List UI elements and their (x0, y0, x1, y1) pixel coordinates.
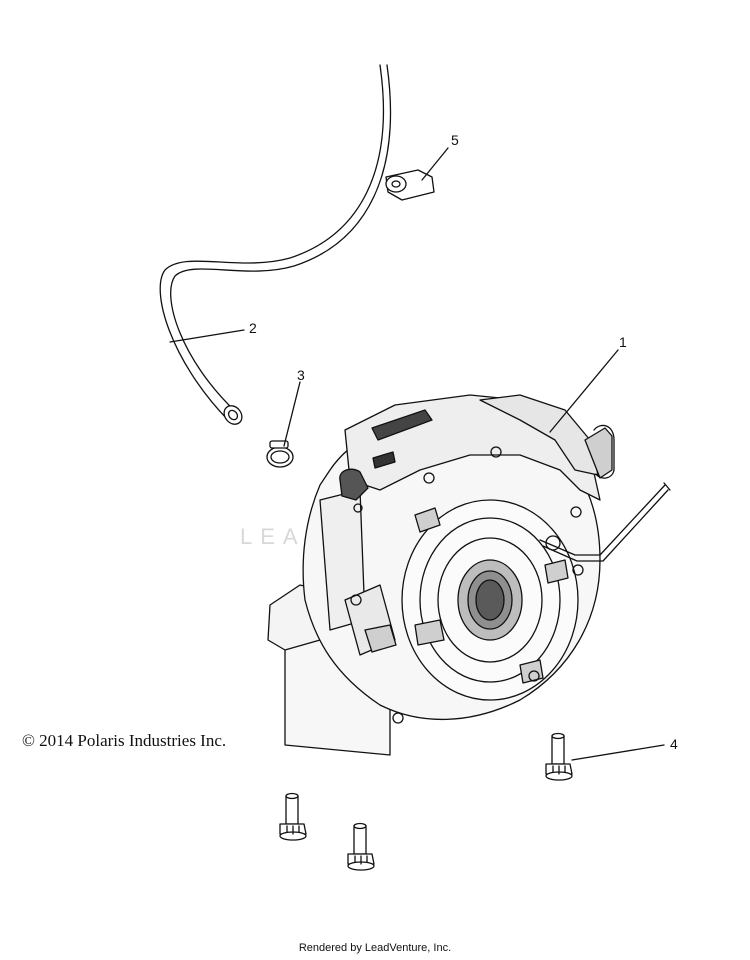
callout-4: 4 (670, 736, 678, 752)
leader-line-1 (549, 349, 619, 433)
flange-bolt-b (347, 822, 375, 871)
callout-5: 5 (451, 132, 459, 148)
gearcase-housing (267, 394, 671, 756)
rendered-by-footer: Rendered by LeadVenture, Inc. (298, 942, 452, 954)
callout-2: 2 (249, 320, 257, 336)
leader-line-4 (571, 744, 665, 761)
hose-clamp (266, 440, 294, 468)
leader-line-5 (421, 147, 449, 181)
vent-hose (159, 64, 392, 425)
cable-clip (385, 169, 435, 201)
leader-line-3 (283, 381, 301, 447)
callout-3: 3 (297, 367, 305, 383)
flange-bolt-a (279, 792, 307, 841)
leader-line-2 (169, 329, 245, 343)
callout-1: 1 (619, 334, 627, 350)
copyright-notice: © 2014 Polaris Industries Inc. (22, 731, 227, 750)
flange-bolt-4 (545, 732, 573, 781)
